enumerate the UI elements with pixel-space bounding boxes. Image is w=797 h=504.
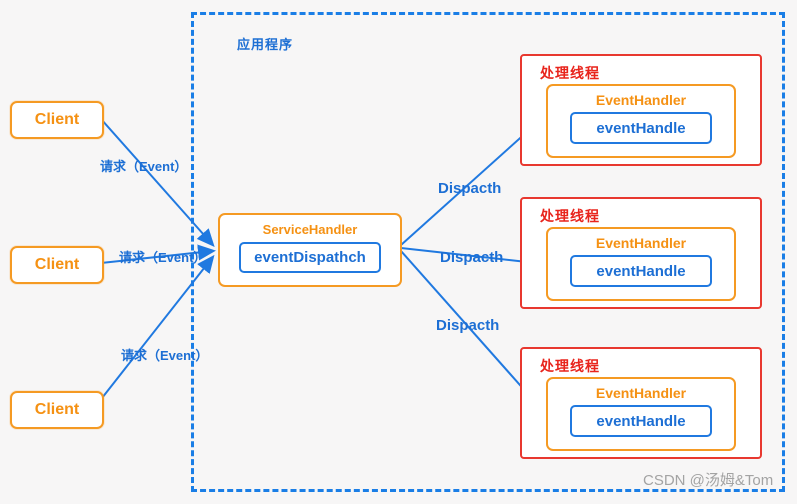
event-handler-title: EventHandler xyxy=(595,235,687,251)
event-handler-box: EventHandler eventHandle xyxy=(546,227,736,301)
thread-box-1: 处理线程 EventHandler eventHandle xyxy=(520,54,762,166)
event-handle-method-box: eventHandle xyxy=(570,405,712,437)
request-event-label-1: 请求（Event） xyxy=(100,159,188,174)
application-container-label: 应用程序 xyxy=(237,37,294,52)
client-box-3: Client xyxy=(10,391,104,429)
service-handler-box: ServiceHandler eventDispathch xyxy=(218,213,402,287)
event-handle-method-box: eventHandle xyxy=(570,255,712,287)
service-handler-title: ServiceHandler xyxy=(262,222,358,237)
thread-label: 处理线程 xyxy=(540,358,600,374)
dispatch-label-1: Dispacth xyxy=(438,180,502,197)
event-handler-title: EventHandler xyxy=(595,385,687,401)
thread-label: 处理线程 xyxy=(540,208,600,224)
dispatch-label-3: Dispacth xyxy=(436,317,500,334)
watermark-text: CSDN @汤姆&Tom xyxy=(643,472,774,489)
thread-label: 处理线程 xyxy=(540,65,600,81)
client-label: Client xyxy=(34,401,80,418)
event-dispatch-method-box: eventDispathch xyxy=(239,242,381,273)
client-box-1: Client xyxy=(10,101,104,139)
thread-box-3: 处理线程 EventHandler eventHandle xyxy=(520,347,762,459)
client-label: Client xyxy=(34,111,80,128)
request-event-label-3: 请求（Event） xyxy=(121,348,209,363)
event-handle-method-box: eventHandle xyxy=(570,112,712,144)
client-box-2: Client xyxy=(10,246,104,284)
dispatch-label-2: Dispacth xyxy=(440,249,504,266)
client-label: Client xyxy=(34,256,80,273)
event-handler-box: EventHandler eventHandle xyxy=(546,84,736,158)
request-event-label-2: 请求（Event） xyxy=(119,250,207,265)
event-handler-title: EventHandler xyxy=(595,92,687,108)
event-handler-box: EventHandler eventHandle xyxy=(546,377,736,451)
thread-box-2: 处理线程 EventHandler eventHandle xyxy=(520,197,762,309)
